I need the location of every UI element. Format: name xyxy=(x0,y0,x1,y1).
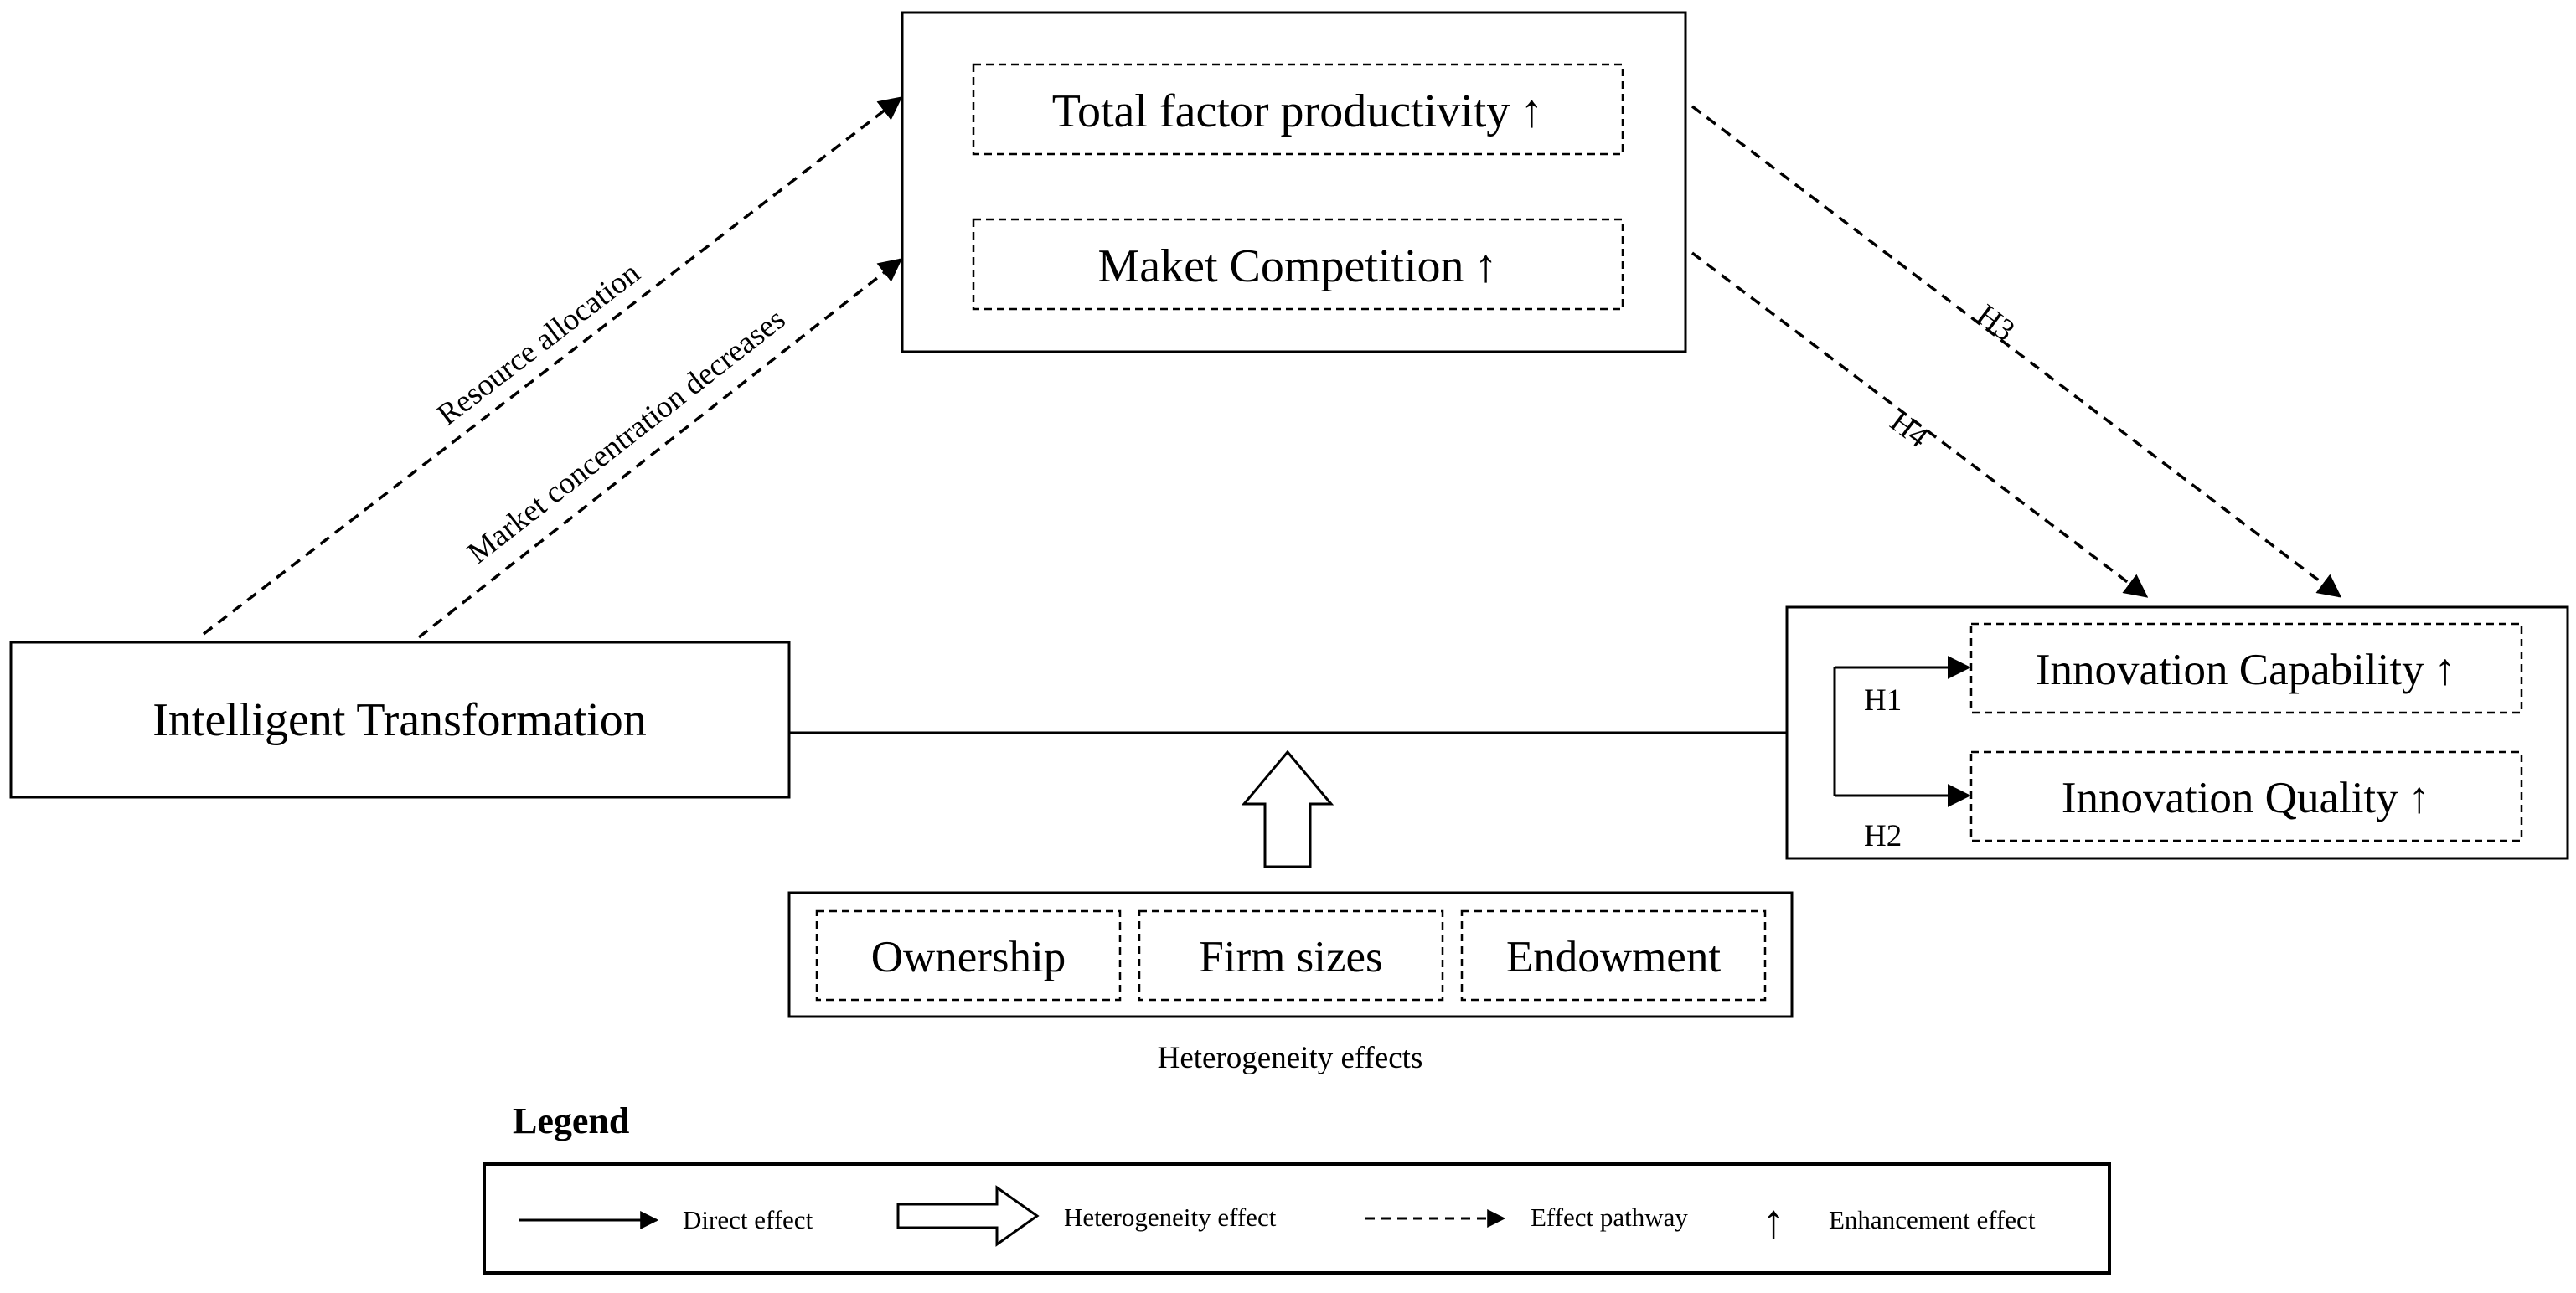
h1-label: H1 xyxy=(1864,683,1902,718)
legend-box: Direct effect Heterogeneity effect Effec… xyxy=(483,1162,2111,1275)
competition-box xyxy=(972,218,1624,311)
source-box: Intelligent Transformation xyxy=(9,641,791,799)
legend-title: Legend xyxy=(513,1100,629,1141)
legend-enhancement-arrow: ↑ xyxy=(1762,1194,1786,1249)
ownership-label: Ownership xyxy=(871,933,1066,981)
source-label: Intelligent Transformation xyxy=(152,694,647,746)
legend-heterogeneity-label: Heterogeneity effect xyxy=(1064,1203,1277,1232)
capability-box xyxy=(1969,622,2523,714)
h3-arrow xyxy=(1691,105,2342,598)
capability-label: Innovation Capability↑ xyxy=(2036,646,2456,694)
legend-heterogeneity-arrow xyxy=(896,1185,1040,1247)
legend-pathway-label: Effect pathway xyxy=(1531,1203,1688,1232)
heterogeneity-box: Ownership Firm sizes Endowment xyxy=(787,891,1794,1018)
resource-allocation-label: Resource allocation xyxy=(431,255,646,432)
endowment-label: Endowment xyxy=(1506,933,1721,981)
legend-direct-label: Direct effect xyxy=(683,1205,813,1234)
h2-label: H2 xyxy=(1864,819,1902,853)
market-concentration-arrow xyxy=(417,258,903,639)
firm-sizes-label: Firm sizes xyxy=(1199,933,1382,981)
ownership-box xyxy=(815,909,1122,1002)
competition-label: Maket Competition↑ xyxy=(1097,240,1497,292)
quality-label: Innovation Quality↑ xyxy=(2062,774,2430,822)
h3-path-label: H3 xyxy=(1970,298,2021,348)
endowment-box xyxy=(1460,909,1767,1002)
h4-path-label: H4 xyxy=(1884,404,1935,455)
legend-enhancement-label: Enhancement effect xyxy=(1829,1205,2036,1234)
heterogeneity-arrow xyxy=(1241,750,1334,868)
firm-sizes-box xyxy=(1138,909,1444,1002)
tfp-label: Total factor productivity↑ xyxy=(1052,85,1544,137)
quality-box xyxy=(1969,750,2523,842)
outcome-box: Innovation Capability↑ Innovation Qualit… xyxy=(1785,605,2569,860)
market-concentration-label: Market concentration decreases xyxy=(462,302,792,571)
heterogeneity-caption: Heterogeneity effects xyxy=(1158,1041,1423,1075)
resource-allocation-arrow xyxy=(202,96,903,636)
h4-arrow xyxy=(1691,251,2149,598)
mediator-box: Total factor productivity↑ Maket Competi… xyxy=(901,11,1687,353)
tfp-box xyxy=(972,63,1624,156)
